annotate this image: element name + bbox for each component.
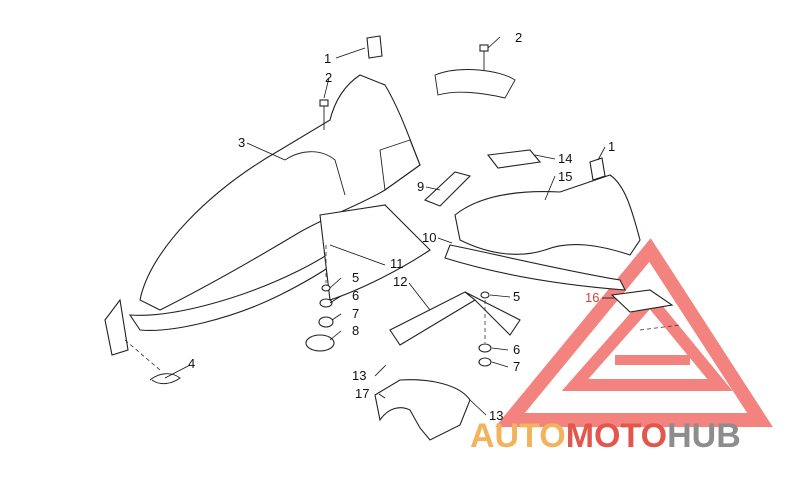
- callout-8: 8: [352, 323, 359, 338]
- callout-5-a: 5: [352, 270, 359, 285]
- washer-stack-left: [305, 245, 335, 352]
- watermark-hub: HUB: [667, 417, 741, 455]
- callout-3: 3: [238, 135, 245, 150]
- seal-part-9: [423, 171, 472, 207]
- watermark-auto: AUTO: [470, 417, 566, 455]
- tunnel-bracket-part-12: [389, 291, 521, 346]
- callout-13-a: 13: [352, 368, 366, 383]
- watermark-moto: MOTO: [566, 417, 667, 455]
- bracket-part-16: [610, 289, 681, 331]
- callout-14: 14: [558, 151, 572, 166]
- callout-6-a: 6: [352, 288, 359, 303]
- belly-pan: [319, 204, 431, 301]
- callout-1-a: 1: [324, 51, 331, 66]
- callout-16: 16: [585, 290, 599, 305]
- hood-part-3: [128, 74, 421, 331]
- svg-text:AUTOMOTOHUB: AUTOMOTOHUB: [470, 417, 741, 455]
- guard-part-17: [374, 379, 471, 441]
- callout-17: 17: [355, 386, 369, 401]
- callout-15: 15: [558, 169, 572, 184]
- callout-labels: 1 1 2 2 3 4 5 5 6 6 7 7 8 9 10 11 12 13 …: [188, 30, 615, 423]
- callout-6-b: 6: [513, 342, 520, 357]
- plate-part-14: [486, 149, 542, 169]
- callout-5-b: 5: [513, 289, 520, 304]
- callout-2-a: 2: [325, 70, 332, 85]
- callout-7-a: 7: [352, 306, 359, 321]
- callout-13-b: 13: [489, 408, 503, 423]
- callout-1-b: 1: [608, 139, 615, 154]
- screw-part-2-b: [479, 44, 489, 70]
- clip-part-1-a: [366, 35, 383, 59]
- callout-7-b: 7: [513, 359, 520, 374]
- rear-panel-part-15: [444, 174, 641, 291]
- callout-9: 9: [417, 179, 424, 194]
- watermark-triangle-logo: [495, 238, 773, 427]
- watermark-text: AUTOMOTOHUB: [470, 417, 741, 455]
- washer-stack-right: [478, 291, 492, 367]
- callout-12: 12: [393, 274, 407, 289]
- leader-lines: [164, 36, 615, 416]
- callout-11: 11: [390, 256, 404, 271]
- hinge-part-4: [104, 298, 181, 385]
- callout-4: 4: [188, 356, 195, 371]
- frame-fragment-top: [434, 69, 516, 99]
- clip-part-1-b: [589, 157, 606, 181]
- callout-2-b: 2: [515, 30, 522, 45]
- callout-10: 10: [422, 230, 436, 245]
- screw-part-2-a: [319, 99, 329, 130]
